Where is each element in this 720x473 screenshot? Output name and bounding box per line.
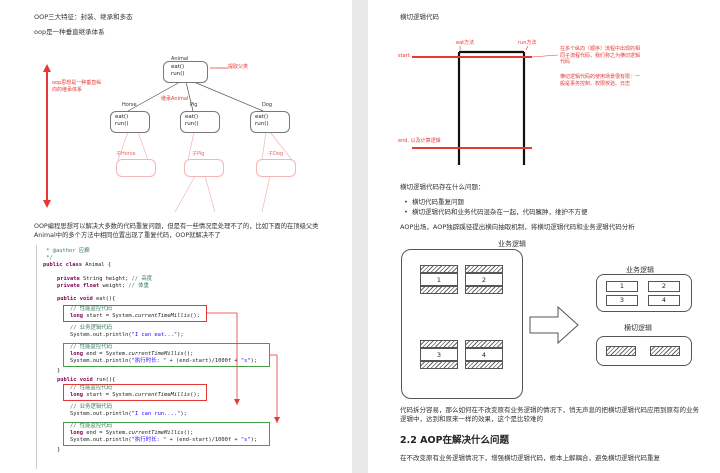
bullet-1: • 横切代码重复问题 (404, 198, 464, 206)
pig-eat-method: eat() (185, 114, 199, 120)
business-logic-title: 业务逻辑 (498, 240, 526, 248)
ghost-class-dog (256, 159, 296, 177)
crosscutting-logic-title: 横切逻辑 (624, 324, 652, 332)
ghost-class-pig (184, 159, 224, 177)
sub-horse-label: 子Horse (116, 151, 136, 157)
class-pig-name: Pig (190, 102, 198, 108)
code-connector-arrows (207, 312, 280, 423)
dog-run-method: run() (255, 121, 269, 127)
class-horse-name: Horse (122, 102, 137, 108)
class-animal-name: Animal (171, 56, 189, 62)
extraction-arrow-icon (529, 305, 579, 345)
ghost-class-horse (116, 159, 156, 177)
vertical-arrow-up-head (43, 64, 51, 72)
split-difficulty-paragraph: 代码拆分容易，那么如何在不改变原有业务逻辑的情况下，悄无声息的把横切逻辑代码应用… (400, 406, 699, 423)
crosscutting-block-2 (650, 346, 680, 356)
aop-solution-paragraph: 在不改变原有业务逻辑情况下，增强横切逻辑代码，根本上解耦合，避免横切逻辑代码重复 (400, 454, 660, 462)
extracted-cell-4: 4 (648, 295, 680, 306)
inherit-line-horse (127, 81, 181, 112)
class-animal: eat() run() (163, 61, 208, 83)
note-crosscutting-usage: 横切逻辑代码的使用场景很有限：一般是事务控制、权限校验、日志 (560, 74, 641, 87)
inheritance-diagram-lines (43, 64, 293, 213)
document-page-left: OOP三大特征：封装、继承和多态 oop是一种垂直继承体系 oop思想是一种垂直… (0, 0, 352, 473)
business-cell-1: 1 (420, 273, 458, 286)
class-dog: eat() run() (250, 111, 290, 133)
class-pig: eat() run() (180, 111, 220, 133)
note-vertical-inheritance: oop思想是一种垂直纵向的继承体系 (52, 80, 102, 93)
business-logic-title-right: 业务逻辑 (626, 266, 654, 274)
page-title: OOP三大特征：封装、继承和多态 (34, 13, 133, 21)
extracted-cell-1: 1 (606, 281, 638, 292)
document-page-right: 横切逻辑代码 eat方法 run方法 start end, 以及计算逻辑 在多个… (368, 0, 720, 473)
business-cell-2: 2 (465, 273, 503, 286)
business-logic-extracted (596, 274, 692, 312)
inherit-line-pig (185, 81, 194, 112)
sub-dog-label: 子Dog (268, 151, 284, 157)
crosscutting-block-1 (606, 346, 636, 356)
crosscutting-diagram (412, 45, 559, 165)
subtitle: oop是一种垂直继承体系 (34, 28, 105, 36)
business-cell-3: 3 (420, 348, 458, 361)
label-eat-method: eat方法 (456, 40, 475, 46)
sub-pig-label: 子Pig (192, 151, 205, 157)
extracted-cell-3: 3 (606, 295, 638, 306)
pig-run-method: run() (185, 121, 199, 127)
label-start: start (398, 53, 410, 59)
run-perf-start-box (63, 384, 207, 401)
aop-intro-paragraph: AOP出场，AOP独辟蹊径提出横向抽取机制，将横切逻辑代码和业务逻辑代码分析 (400, 223, 635, 231)
eat-perf-end-box (63, 343, 270, 367)
note-crosscutting-definition: 在多个纵向（顺序）流程中出现的相同子流程代码，我们称之为横切逻辑代码 (560, 46, 641, 65)
extracted-cell-2: 2 (648, 281, 680, 292)
question-title: 横切逻辑代码存在什么问题： (400, 183, 485, 191)
horse-eat-method: eat() (115, 114, 129, 120)
section-heading-aop-problem: 2.2 AOP在解决什么问题 (400, 435, 510, 446)
run-perf-end-box (63, 422, 270, 446)
note-inherit-animal: 继承Animal (161, 96, 189, 102)
class-dog-name: Dog (262, 102, 273, 108)
label-run-method: run方法 (518, 40, 537, 46)
note-extract-parent: 提取父类 (228, 64, 249, 70)
class-horse: eat() run() (110, 111, 150, 133)
oop-limitation-paragraph: OOP编程思想可以解决大多数的代码重复问题，但是有一些情况是处理不了的，比如下面… (34, 223, 319, 239)
animal-eat-method: eat() (171, 64, 185, 70)
section-title-crosscutting: 横切逻辑代码 (400, 13, 439, 21)
code-screenshot: * @author 应癫 */ public class Animal { pr… (36, 245, 336, 469)
business-cell-4: 4 (465, 348, 503, 361)
animal-run-method: run() (171, 71, 185, 77)
eat-perf-start-box (63, 305, 207, 322)
vertical-arrow-down-head (43, 200, 51, 208)
horse-run-method: run() (115, 121, 129, 127)
label-end: end, 以及计算逻辑 (398, 138, 441, 144)
inherit-line-dog (193, 81, 264, 112)
bullet-2: • 横切逻辑代码和业务代码混杂在一起，代码臃肿，维护不方便 (404, 208, 588, 216)
dog-eat-method: eat() (255, 114, 269, 120)
